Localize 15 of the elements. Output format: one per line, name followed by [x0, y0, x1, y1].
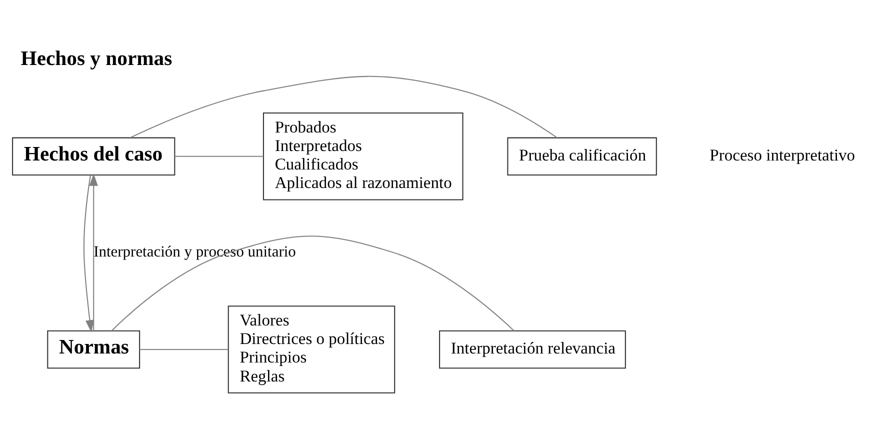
- connector: [111, 235, 514, 331]
- node-box: Probados Interpretados Cualificados Aplicados al razonamiento: [262, 112, 464, 200]
- arrow: [89, 172, 98, 330]
- node-box: Valores Directrices o políticas Principios Reglas: [228, 305, 396, 393]
- connector: [140, 348, 228, 350]
- node-box: Prueba calificación: [507, 136, 657, 175]
- node-box: Hechos del caso: [12, 136, 176, 175]
- diagram-title: Hechos y normas: [20, 47, 172, 70]
- edge-label: Interpretación y proceso unitario: [94, 243, 296, 260]
- node-box: Normas: [47, 330, 140, 368]
- label: Proceso interpretativo: [710, 144, 856, 164]
- node-box: Interpretación relevancia: [439, 330, 626, 368]
- connector: [130, 75, 558, 138]
- connector: [174, 155, 264, 156]
- arrow: [83, 174, 94, 332]
